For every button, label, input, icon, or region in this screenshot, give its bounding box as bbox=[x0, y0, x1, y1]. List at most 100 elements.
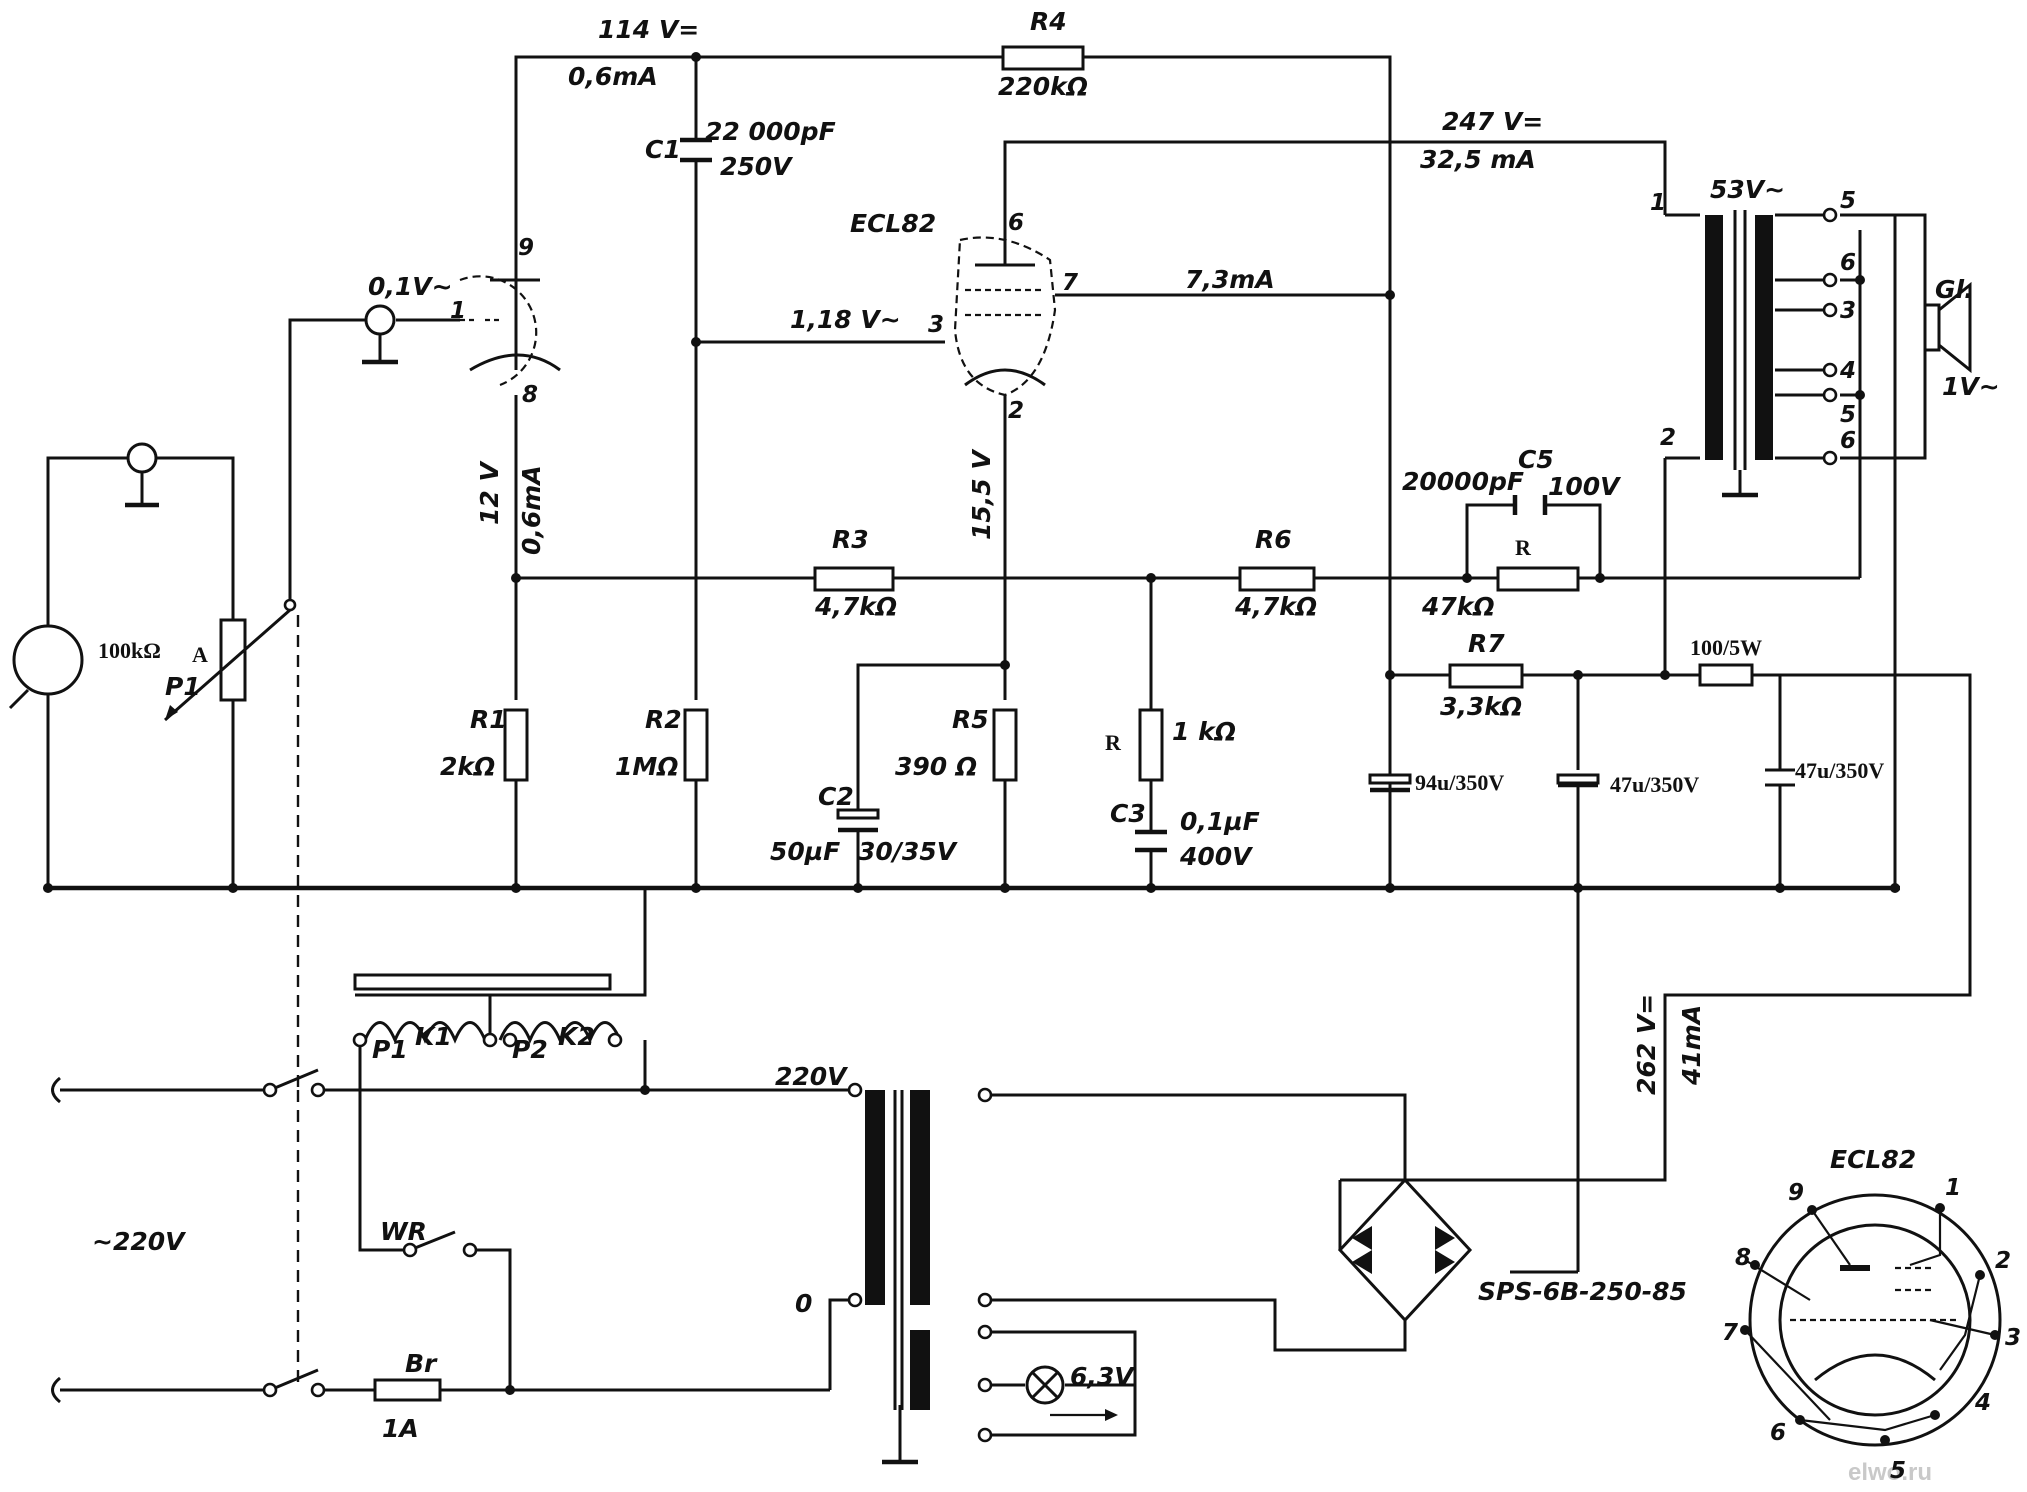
label-cap94: 94u/350V bbox=[1415, 770, 1504, 795]
label-bridge: SPS-6B-250-85 bbox=[1478, 1277, 1687, 1306]
fuse bbox=[373, 1378, 442, 1402]
label-r2-val: 1MΩ bbox=[615, 752, 679, 781]
label-r3-val: 4,7kΩ bbox=[814, 592, 897, 621]
label-p1: P1 bbox=[165, 672, 201, 701]
svg-text:9: 9 bbox=[518, 235, 534, 261]
svg-text:7: 7 bbox=[1722, 1320, 1738, 1346]
pin-numbers: 9 1 8 6 7 3 2 1 2 5 6 3 4 5 6 1 2 3 4 5 … bbox=[450, 188, 2021, 1484]
label-c2-v: 30/35V bbox=[858, 837, 958, 866]
potentiometer-p1 bbox=[219, 618, 247, 702]
label-gl: Gl. bbox=[1935, 275, 1974, 304]
svg-text:3: 3 bbox=[1840, 298, 1856, 324]
label-k1: K1 bbox=[415, 1022, 452, 1051]
capacitors bbox=[680, 137, 1795, 853]
svg-text:5: 5 bbox=[1840, 188, 1856, 214]
label-c1-val: 22 000pF bbox=[705, 117, 836, 146]
svg-text:8: 8 bbox=[522, 382, 538, 408]
label-r-fb: R bbox=[1515, 535, 1532, 560]
label-v247: 247 V= bbox=[1442, 107, 1543, 136]
ground-icon bbox=[125, 304, 398, 508]
label-ma06-b: 0,6mA bbox=[517, 465, 546, 555]
output-transformer bbox=[1705, 210, 1773, 498]
bridge-rectifier bbox=[1337, 1177, 1473, 1323]
label-v0: 0 bbox=[795, 1289, 812, 1318]
microphone-icon bbox=[8, 624, 84, 710]
wiring bbox=[46, 55, 1972, 1465]
ecl82-pinout-diagram bbox=[1740, 1193, 2002, 1447]
svg-text:6: 6 bbox=[1840, 428, 1856, 454]
label-ecl82: ECL82 bbox=[850, 209, 936, 238]
switches bbox=[269, 1068, 456, 1392]
label-mains: ~220V bbox=[92, 1227, 186, 1256]
svg-text:7: 7 bbox=[1062, 270, 1078, 296]
label-ma41: 41mA bbox=[1677, 1005, 1706, 1086]
label-v262: 262 V= bbox=[1632, 994, 1661, 1095]
label-r2: R2 bbox=[645, 705, 682, 734]
label-c5: C5 bbox=[1518, 445, 1554, 474]
svg-text:8: 8 bbox=[1735, 1245, 1751, 1271]
svg-text:1: 1 bbox=[1650, 190, 1666, 216]
label-c5-val: 20000pF bbox=[1402, 467, 1524, 496]
label-r4: R4 bbox=[1030, 7, 1067, 36]
label-v01: 0,1V~ bbox=[368, 272, 453, 301]
label-v155: 15,5 V bbox=[967, 449, 996, 540]
resistor-r2 bbox=[683, 708, 709, 782]
resistor-r5 bbox=[992, 708, 1018, 782]
resistor-r7 bbox=[1448, 663, 1524, 689]
label-v114: 114 V= bbox=[598, 15, 699, 44]
resistor-r6 bbox=[1238, 566, 1316, 592]
svg-text:1: 1 bbox=[450, 298, 466, 324]
label-r5-val: 390 Ω bbox=[895, 752, 977, 781]
label-r-fb-val: 47kΩ bbox=[1421, 592, 1495, 621]
label-r4-val: 220kΩ bbox=[998, 72, 1088, 101]
label-v53: 53V~ bbox=[1710, 175, 1785, 204]
label-p1-a: A bbox=[192, 642, 208, 667]
lamp-icon bbox=[1025, 1365, 1065, 1405]
label-ma73: 7,3mA bbox=[1185, 265, 1275, 294]
label-c2: C2 bbox=[818, 782, 854, 811]
label-r6: R6 bbox=[1255, 525, 1292, 554]
label-c1: C1 bbox=[645, 135, 681, 164]
label-r1: R1 bbox=[470, 705, 507, 734]
svg-text:5: 5 bbox=[1840, 402, 1856, 428]
resistor-r4 bbox=[1001, 45, 1085, 71]
label-v118: 1,18 V~ bbox=[790, 305, 901, 334]
resistor-r3 bbox=[813, 566, 895, 592]
label-wr: WR bbox=[380, 1217, 427, 1246]
resistor-100-5w bbox=[1698, 663, 1754, 687]
label-c1-v: 250V bbox=[720, 152, 793, 181]
label-fuse-val: 1A bbox=[382, 1414, 419, 1443]
svg-text:9: 9 bbox=[1788, 1180, 1804, 1206]
label-c3-v: 400V bbox=[1179, 842, 1253, 871]
label-r-100: 100/5W bbox=[1690, 635, 1762, 660]
label-v1: 1V~ bbox=[1942, 372, 2000, 401]
label-ma325: 32,5 mA bbox=[1420, 145, 1536, 174]
label-r3: R3 bbox=[832, 525, 869, 554]
svg-text:2: 2 bbox=[1660, 425, 1676, 451]
svg-text:6: 6 bbox=[1770, 1420, 1786, 1446]
label-pin-ecl82: ECL82 bbox=[1830, 1145, 1916, 1174]
svg-text:3: 3 bbox=[928, 312, 944, 338]
label-v12: 12 V bbox=[475, 461, 504, 525]
svg-text:2: 2 bbox=[1008, 398, 1024, 424]
label-cap47a: 47u/350V bbox=[1610, 772, 1699, 797]
resistor-r-feedback bbox=[1496, 566, 1580, 592]
watermark-logo: elwo.ru bbox=[1848, 1459, 1932, 1486]
label-k2: K2 bbox=[558, 1022, 595, 1051]
label-r6-val: 4,7kΩ bbox=[1234, 592, 1317, 621]
tube-v2 bbox=[953, 236, 1057, 397]
label-ma06-top: 0,6mA bbox=[568, 62, 658, 91]
label-c5-v: 100V bbox=[1548, 472, 1621, 501]
speaker-icon bbox=[1923, 281, 1972, 374]
label-c3-val: 0,1µF bbox=[1180, 807, 1260, 836]
label-c2-val: 50µF bbox=[770, 837, 840, 866]
label-p2: P2 bbox=[512, 1035, 548, 1064]
svg-text:1: 1 bbox=[1945, 1175, 1961, 1201]
svg-text:4: 4 bbox=[1839, 358, 1856, 384]
svg-text:2: 2 bbox=[1995, 1248, 2011, 1274]
label-r7: R7 bbox=[1468, 629, 1505, 658]
label-p1-val: 100kΩ bbox=[98, 638, 161, 663]
mains-transformer bbox=[865, 1090, 930, 1410]
svg-text:5: 5 bbox=[1890, 1458, 1906, 1484]
